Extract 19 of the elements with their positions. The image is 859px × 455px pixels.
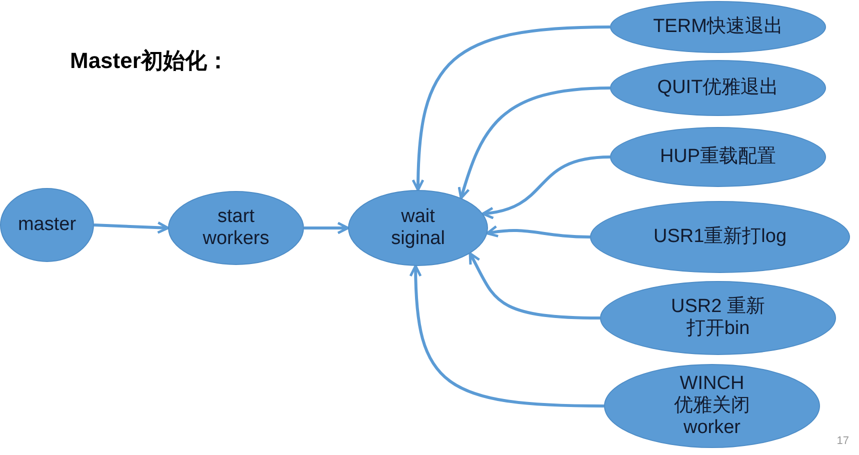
- ellipse-node: wait siginal: [348, 190, 488, 266]
- arrow: [458, 86, 610, 200]
- ellipse-node: QUIT优雅退出: [610, 60, 826, 116]
- arrow: [304, 222, 350, 234]
- ellipse-node: master: [0, 188, 94, 262]
- arrow: [94, 221, 170, 234]
- ellipse-node: USR1重新打log: [590, 201, 850, 273]
- arrow: [468, 252, 600, 320]
- arrow: [412, 26, 610, 192]
- arrow: [482, 156, 610, 219]
- arrow: [486, 225, 590, 238]
- ellipse-node: start workers: [168, 191, 304, 265]
- ellipse-node: WINCH 优雅关闭 worker: [604, 364, 820, 448]
- ellipse-node: HUP重载配置: [610, 127, 826, 187]
- ellipse-node: USR2 重新打开bin: [600, 281, 836, 355]
- arrow: [410, 264, 604, 408]
- title: Master初始化：: [70, 47, 229, 75]
- ellipse-node: TERM快速退出: [610, 1, 826, 53]
- page-number: 17: [836, 435, 849, 447]
